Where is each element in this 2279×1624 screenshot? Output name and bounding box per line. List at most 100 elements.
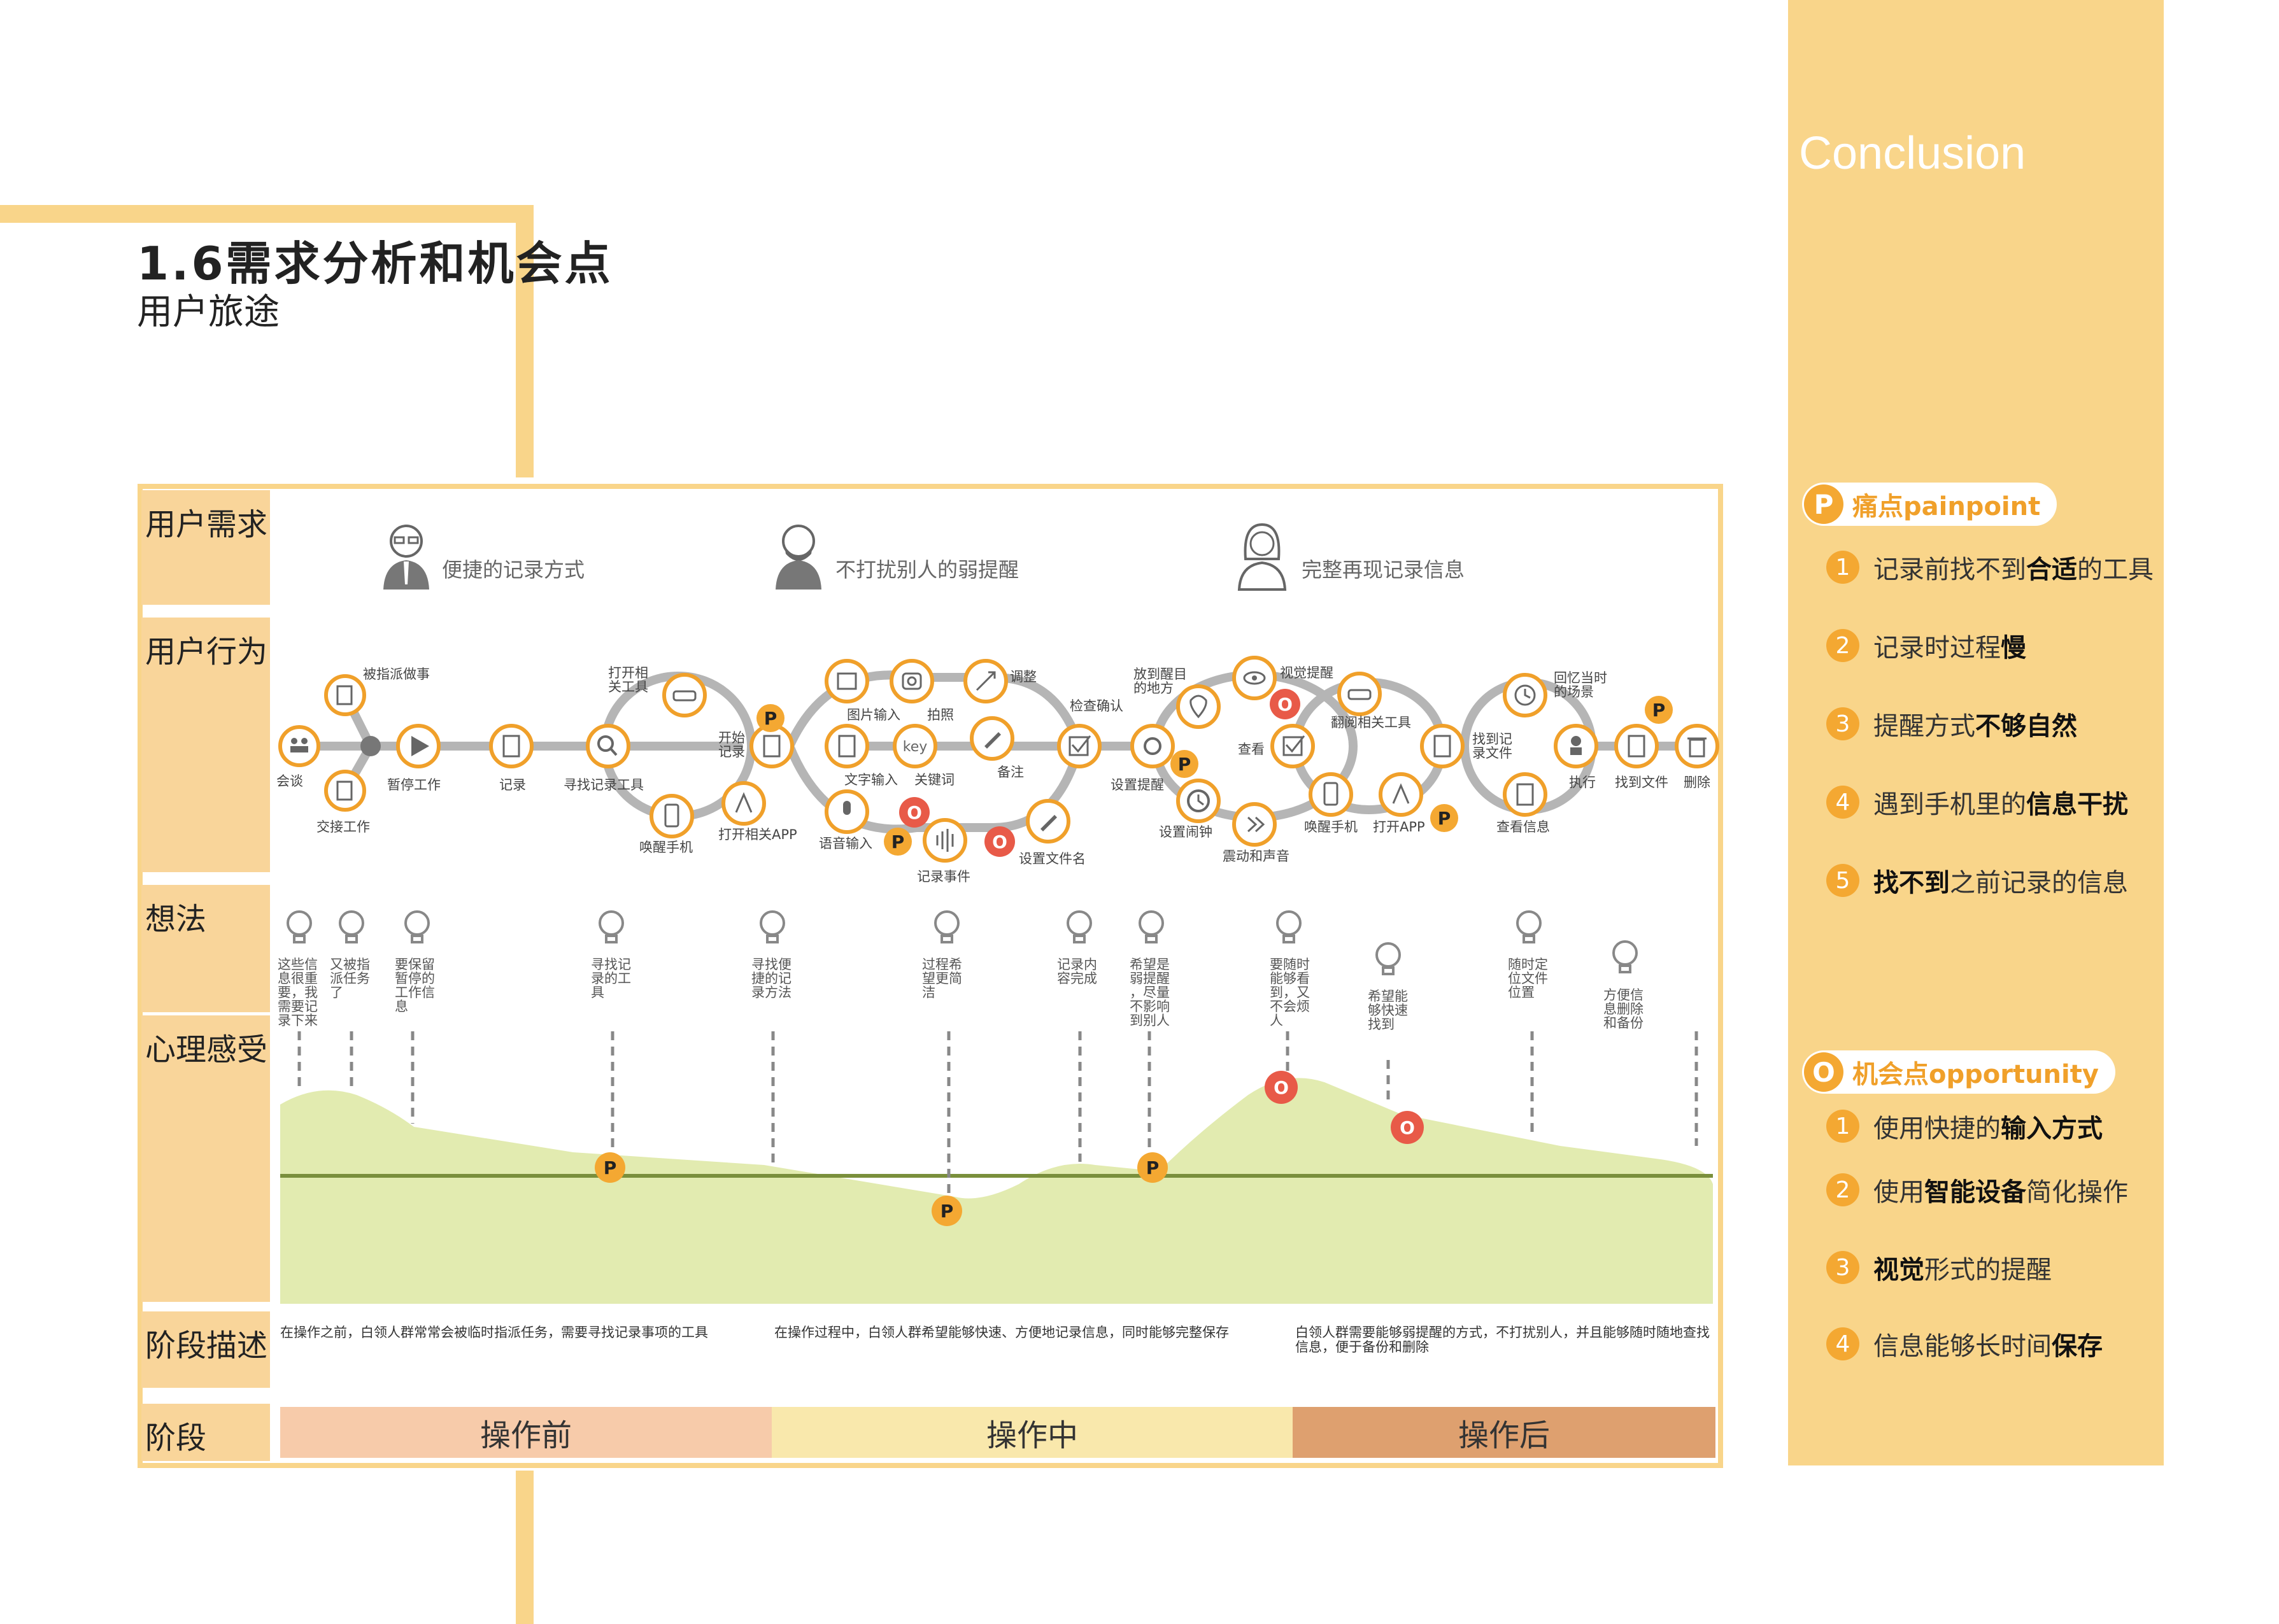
node-record xyxy=(489,724,534,768)
node-open-app-2 xyxy=(1379,772,1423,817)
page-title: 1.6需求分析和机会点 xyxy=(137,237,613,290)
thought-7: 记录内容完成 xyxy=(1057,957,1097,986)
thought-11: 随时定位文件位置 xyxy=(1508,957,1548,1000)
label-vibrate-sound: 震动和声音 xyxy=(1223,849,1289,864)
deco-top-bar xyxy=(0,205,534,223)
row-label-stage: 阶段 xyxy=(141,1404,270,1461)
label-find-file-1: 找到记 xyxy=(1472,731,1512,747)
need-persona-2 xyxy=(773,521,824,593)
label-open-app-2: 打开APP xyxy=(1373,819,1425,835)
thought-connectors xyxy=(297,1031,1698,1197)
person-woman-icon xyxy=(1237,523,1287,591)
node-record-event xyxy=(923,818,967,863)
person-glasses-icon xyxy=(383,525,429,590)
node-assigned xyxy=(324,674,366,716)
label-keyword: 关键词 xyxy=(914,772,955,787)
action-painpoint-3: P xyxy=(1170,750,1198,778)
opportunity-header: O 机会点opportunity xyxy=(1802,1050,2115,1094)
label-record: 记录 xyxy=(499,777,526,793)
node-find-tool xyxy=(586,724,630,768)
node-note xyxy=(970,716,1014,761)
node-view-info xyxy=(1503,772,1547,817)
painpoint-header: P 痛点painpoint xyxy=(1802,483,2057,526)
person-beard-icon xyxy=(776,525,821,590)
svg-text:O: O xyxy=(1400,1117,1415,1138)
svg-text:O: O xyxy=(1274,1077,1289,1098)
svg-text:O: O xyxy=(992,831,1007,852)
label-view-info: 查看信息 xyxy=(1496,819,1550,835)
node-voice-input xyxy=(825,789,869,834)
action-painpoint-5: P xyxy=(1645,696,1673,724)
node-meeting xyxy=(278,725,320,767)
stage-desc-after: 白领人群需要能够弱提醒的方式，不打扰别人，并且能够随时随地查找信息，便于备份和删… xyxy=(1295,1325,1710,1355)
deco-vertical-bar-bottom xyxy=(516,1471,534,1624)
action-labels: 会谈 被指派做事 交接工作 暂停工作 记录 寻找记录工具 打开相 关工具 开始 … xyxy=(276,665,1710,884)
bulb-icon xyxy=(1375,942,1401,975)
label-set-alarm: 设置闹钟 xyxy=(1159,824,1212,840)
label-execute: 执行 xyxy=(1569,775,1596,790)
row-label-actions: 用户行为 xyxy=(141,618,270,872)
svg-text:P: P xyxy=(1146,1157,1160,1178)
label-recall-1: 回忆当时 xyxy=(1554,670,1607,686)
node-pause xyxy=(396,724,441,768)
label-record-event: 记录事件 xyxy=(917,869,970,884)
node-view xyxy=(1270,724,1315,768)
action-painpoint-2: P xyxy=(884,828,912,856)
svg-text:P: P xyxy=(891,831,905,852)
need-persona-3 xyxy=(1237,521,1288,593)
label-set-filename: 设置文件名 xyxy=(1019,851,1086,866)
label-start-record-1: 开始 xyxy=(718,730,745,745)
thought-3: 要保留暂停的工作信息 xyxy=(395,957,435,1014)
row-label-thoughts: 想法 xyxy=(141,885,270,1012)
svg-text:P: P xyxy=(1178,754,1191,775)
feeling-opportunity-2: O xyxy=(1391,1111,1424,1144)
label-open-app: 打开相关APP xyxy=(718,827,797,842)
action-opportunity-2: O xyxy=(984,826,1015,857)
feeling-painpoint-1: P xyxy=(595,1152,625,1183)
node-text-input xyxy=(825,724,869,768)
painpoint-header-label: 痛点painpoint xyxy=(1852,492,2041,521)
node-wake-phone xyxy=(650,794,694,838)
thought-1: 这些信息很重要，我需要记录下来 xyxy=(278,957,318,1028)
label-check-confirm: 检查确认 xyxy=(1070,698,1123,714)
node-set-alarm xyxy=(1176,779,1221,823)
svg-text:P: P xyxy=(1652,700,1666,721)
label-place-eye-2: 的地方 xyxy=(1133,681,1174,696)
node-image-input xyxy=(825,659,869,703)
node-delete xyxy=(1675,724,1719,768)
feeling-markers: P P P O O xyxy=(595,1071,1424,1226)
node-keyword: key xyxy=(893,724,937,768)
stage-desc-before: 在操作之前，白领人群常常会被临时指派任务，需要寻找记录事项的工具 xyxy=(280,1325,708,1340)
svg-text:P: P xyxy=(1438,808,1451,829)
opportunity-header-label: 机会点opportunity xyxy=(1852,1060,2099,1089)
journey-map-frame xyxy=(138,484,1723,1468)
key-icon: key xyxy=(903,739,928,755)
node-visual-reminder xyxy=(1232,656,1277,700)
label-photo: 拍照 xyxy=(927,707,954,723)
node-open-tool xyxy=(662,673,707,717)
label-browse-tools: 翻阅相关工具 xyxy=(1331,715,1411,730)
label-pause: 暂停工作 xyxy=(387,777,441,793)
label-visual-reminder: 视觉提醒 xyxy=(1280,665,1333,681)
label-place-eye-1: 放到醒目 xyxy=(1133,667,1187,682)
bulb-icon xyxy=(1139,910,1164,943)
node-find-file xyxy=(1614,724,1659,768)
bulb-icon xyxy=(1276,910,1302,943)
label-view: 查看 xyxy=(1238,742,1265,757)
node-find-record-file xyxy=(1420,724,1465,768)
bulbs xyxy=(287,910,1638,975)
action-painpoint-4: P xyxy=(1430,804,1458,832)
bulb-icon xyxy=(760,910,785,943)
label-meeting: 会谈 xyxy=(276,773,303,789)
thought-texts: 这些信息很重要，我需要记录下来 又被指派任务了 要保留暂停的工作信息 寻找记录的… xyxy=(278,957,1644,1032)
stage-after: 操作后 xyxy=(1293,1407,1715,1458)
bulb-icon xyxy=(287,910,312,943)
need-persona-1 xyxy=(381,521,432,593)
label-find-file-2: 录文件 xyxy=(1472,745,1512,761)
stage-before: 操作前 xyxy=(280,1407,772,1458)
node-handover xyxy=(324,770,366,812)
